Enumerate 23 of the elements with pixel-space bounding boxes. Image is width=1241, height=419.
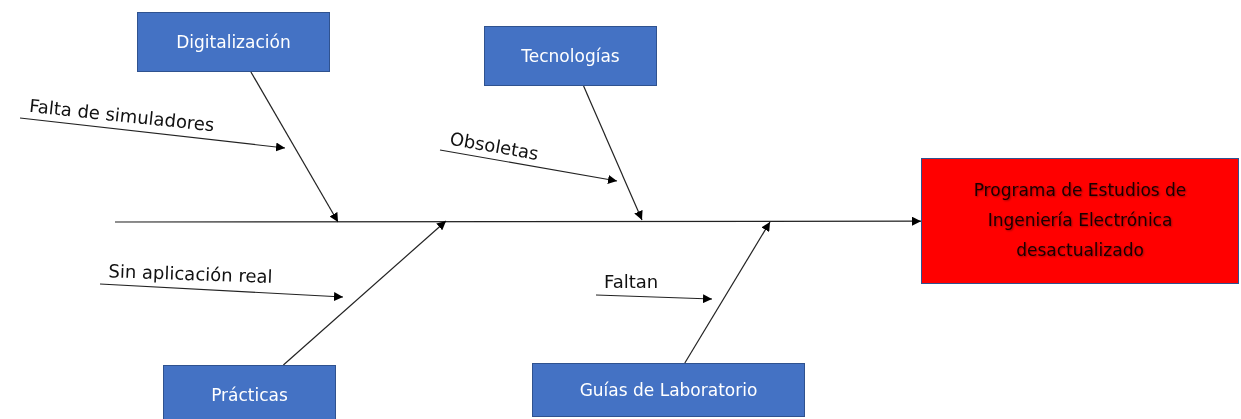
cause-text: Obsoletas [440, 124, 549, 169]
cause-label: Digitalización [175, 31, 292, 53]
effect-text: Programa de Estudios de Ingeniería Electrónica desactualizado [972, 179, 1188, 262]
arrow [583, 85, 643, 221]
cause-text: Falta de simuladores [20, 92, 224, 140]
arrow [250, 71, 339, 223]
effect-box [921, 158, 1239, 284]
cause-label: Prácticas [210, 384, 289, 406]
arrow [595, 294, 713, 304]
cause-box [484, 26, 657, 86]
arrow [99, 283, 344, 301]
arrow [684, 221, 771, 364]
cause-text: Faltan [596, 269, 667, 295]
spine-arrow [114, 216, 922, 226]
cause-label: Guías de Laboratorio [578, 379, 759, 401]
arrow [282, 220, 447, 366]
cause-box [137, 12, 330, 72]
cause-box [163, 365, 336, 419]
arrow [19, 117, 286, 152]
cause-box [532, 363, 805, 417]
cause-label: Tecnologías [520, 45, 621, 67]
arrow [439, 149, 618, 184]
cause-text: Sin aplicación real [100, 258, 281, 291]
